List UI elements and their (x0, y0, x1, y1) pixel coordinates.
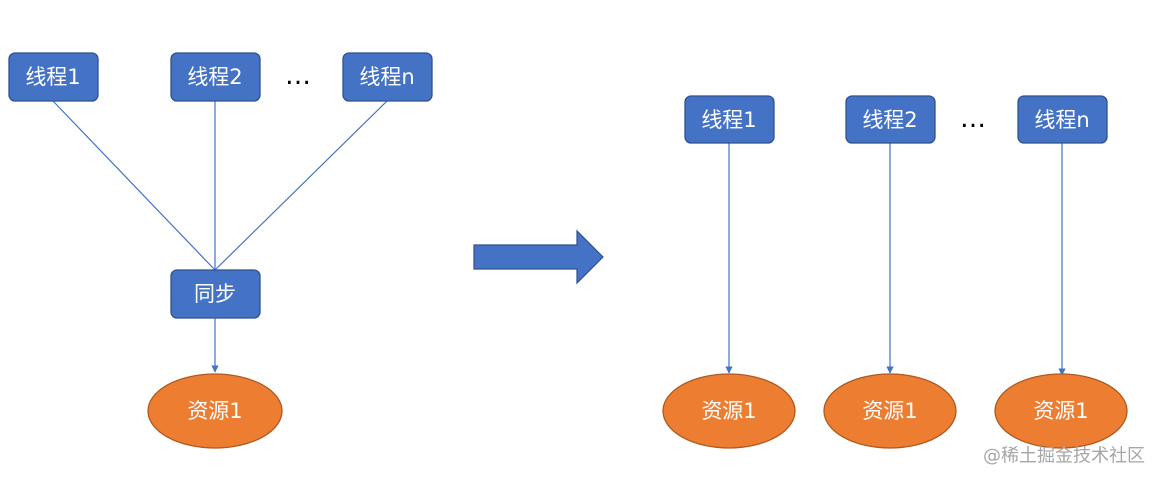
thread-box (845, 95, 936, 144)
right-thread-ellipsis: … (960, 104, 986, 134)
right-resource-node-3: 资源1 (994, 373, 1128, 449)
thread-label: 线程1 (25, 65, 80, 89)
right-thread-node-2: 线程2 (845, 95, 936, 144)
left-edges (52, 100, 388, 373)
thread-box (342, 52, 433, 102)
right-edges (725, 143, 1066, 376)
thread-box (1017, 95, 1108, 144)
sync-label: 同步 (194, 282, 236, 306)
resource-label: 资源1 (701, 399, 756, 423)
right-resource-node-2: 资源1 (823, 373, 957, 449)
sync-box (170, 269, 261, 319)
watermark-text: @稀土掘金技术社区 (983, 446, 1145, 467)
thread-label: 线程2 (187, 65, 242, 89)
thread-box (684, 95, 775, 144)
thread-label: 线程1 (701, 108, 756, 132)
resource-ellipse (823, 373, 957, 449)
left-thread-ellipsis: … (285, 61, 311, 91)
right-resource-node-1: 资源1 (662, 373, 796, 449)
thread-label: 线程2 (862, 108, 917, 132)
resource-ellipse (994, 373, 1128, 449)
left-thread-node-2: 线程2 (170, 52, 261, 102)
right-thread-node-n: 线程n (1017, 95, 1108, 144)
resource-label: 资源1 (187, 399, 242, 423)
thread-label: 线程n (1034, 108, 1089, 132)
edge-thread1-to-sync (52, 100, 216, 271)
left-thread-node-1: 线程1 (8, 52, 99, 102)
left-resource-node: 资源1 (147, 373, 283, 449)
right-arrow-icon (473, 229, 604, 285)
right-thread-node-1: 线程1 (684, 95, 775, 144)
resource-label: 资源1 (862, 399, 917, 423)
thread-box (170, 52, 261, 102)
left-thread-node-n: 线程n (342, 52, 433, 102)
left-sync-node: 同步 (170, 269, 261, 319)
resource-ellipse (147, 373, 283, 449)
resource-label: 资源1 (1033, 399, 1088, 423)
thread-box (8, 52, 99, 102)
resource-ellipse (662, 373, 796, 449)
thread-label: 线程n (359, 65, 414, 89)
edge-threadn-to-sync (214, 100, 388, 271)
